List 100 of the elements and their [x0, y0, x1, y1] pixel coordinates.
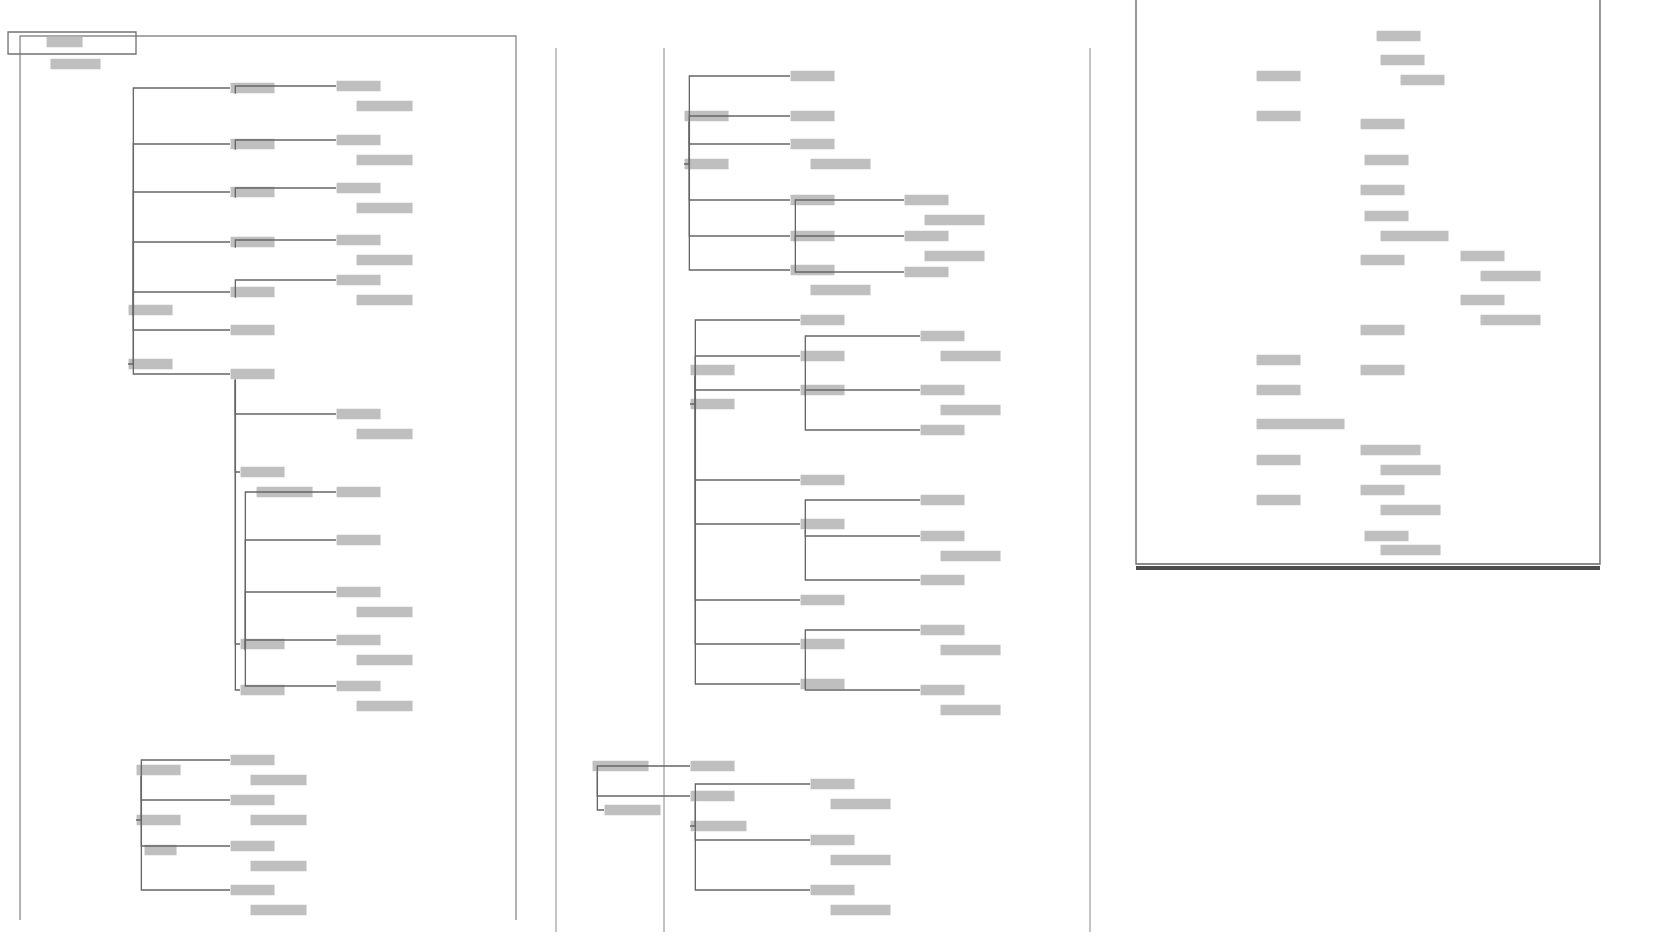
redacted-bar — [336, 486, 381, 498]
redacted-bar — [256, 486, 313, 498]
redacted-bar — [1380, 464, 1441, 476]
redacted-bar — [1256, 418, 1345, 430]
connector — [132, 291, 231, 317]
redacted-bar — [356, 428, 413, 440]
redacted-bar — [336, 634, 381, 646]
redacted-bar — [810, 158, 871, 170]
redacted-bar — [230, 794, 275, 806]
redacted-bar — [1460, 250, 1505, 262]
redacted-bar — [800, 518, 845, 530]
redacted-bar — [592, 760, 649, 772]
redacted-bar — [356, 606, 413, 618]
redacted-bar — [1256, 110, 1301, 122]
redacted-bar — [356, 154, 413, 166]
redacted-bar — [940, 404, 1001, 416]
redacted-bar — [230, 368, 275, 380]
redacted-bar — [690, 364, 735, 376]
redacted-bar — [690, 398, 735, 410]
redacted-bar — [250, 860, 307, 872]
redacted-bar — [940, 350, 1001, 362]
redacted-bar — [1364, 530, 1409, 542]
connector — [688, 121, 791, 271]
redacted-bar — [1380, 54, 1425, 66]
redacted-bar — [800, 638, 845, 650]
redacted-bar — [800, 350, 845, 362]
redacted-bar — [1360, 184, 1405, 196]
redacted-bar — [810, 284, 871, 296]
connector — [234, 279, 337, 299]
redacted-bar — [1380, 230, 1449, 242]
redacted-bar — [1360, 484, 1405, 496]
redacted-bar — [230, 286, 275, 298]
redacted-bar — [920, 424, 965, 436]
connector — [596, 765, 691, 773]
connector — [694, 355, 801, 377]
redacted-bar — [336, 586, 381, 598]
redacted-bar — [940, 644, 1001, 656]
redacted-bar — [336, 182, 381, 194]
connector — [804, 649, 921, 691]
redacted-bar — [920, 384, 965, 396]
redacted-bar — [1360, 444, 1421, 456]
redacted-bar — [144, 844, 177, 856]
redacted-bar — [230, 138, 275, 150]
redacted-bar — [904, 230, 949, 242]
redacted-bar — [336, 680, 381, 692]
redacted-bar — [924, 214, 985, 226]
redacted-bar — [128, 358, 173, 370]
redacted-bar — [250, 904, 307, 916]
connector — [794, 235, 905, 243]
redacted-bar — [250, 814, 307, 826]
redacted-bar — [356, 202, 413, 214]
redacted-bar — [920, 494, 965, 506]
redacted-bar — [684, 110, 729, 122]
connector — [694, 831, 811, 891]
redacted-bar — [336, 274, 381, 286]
redacted-bar — [830, 798, 891, 810]
redacted-bar — [790, 138, 835, 150]
redacted-bar — [1360, 254, 1405, 266]
connector — [804, 529, 921, 581]
redacted-bar — [230, 324, 275, 336]
redacted-bar — [1256, 454, 1301, 466]
redacted-bar — [336, 80, 381, 92]
connector — [140, 775, 231, 891]
redacted-bar — [1480, 314, 1541, 326]
redacted-bar — [920, 684, 965, 696]
redacted-bar — [136, 814, 181, 826]
redacted-bar — [1380, 504, 1441, 516]
redacted-bar — [904, 194, 949, 206]
connector — [244, 639, 337, 651]
redacted-bar — [920, 574, 965, 586]
connector — [596, 771, 691, 797]
redacted-bar — [924, 250, 985, 262]
redacted-bar — [810, 778, 855, 790]
redacted-bar — [800, 384, 845, 396]
connector — [694, 783, 811, 833]
redacted-bar — [1364, 210, 1409, 222]
redacted-bar — [230, 82, 275, 94]
redacted-bar — [46, 36, 83, 48]
redacted-bar — [240, 466, 285, 478]
redacted-bar — [1360, 364, 1405, 376]
redacted-bar — [230, 236, 275, 248]
connector — [234, 85, 337, 95]
redacted-bar — [1256, 70, 1301, 82]
redacted-bar — [904, 266, 949, 278]
redacted-bar — [940, 550, 1001, 562]
redacted-bar — [1360, 118, 1405, 130]
connector — [804, 499, 921, 531]
connector — [804, 629, 921, 651]
redacted-bar — [356, 254, 413, 266]
redacted-bar — [800, 594, 845, 606]
redacted-bar — [800, 314, 845, 326]
redacted-bar — [1460, 294, 1505, 306]
redacted-bar — [690, 790, 735, 802]
redacted-bar — [684, 158, 729, 170]
redacted-bar — [1256, 384, 1301, 396]
connector — [234, 239, 337, 249]
redacted-bar — [690, 820, 747, 832]
redacted-bar — [920, 330, 965, 342]
redacted-bar — [1376, 30, 1421, 42]
redacted-bar — [790, 264, 835, 276]
